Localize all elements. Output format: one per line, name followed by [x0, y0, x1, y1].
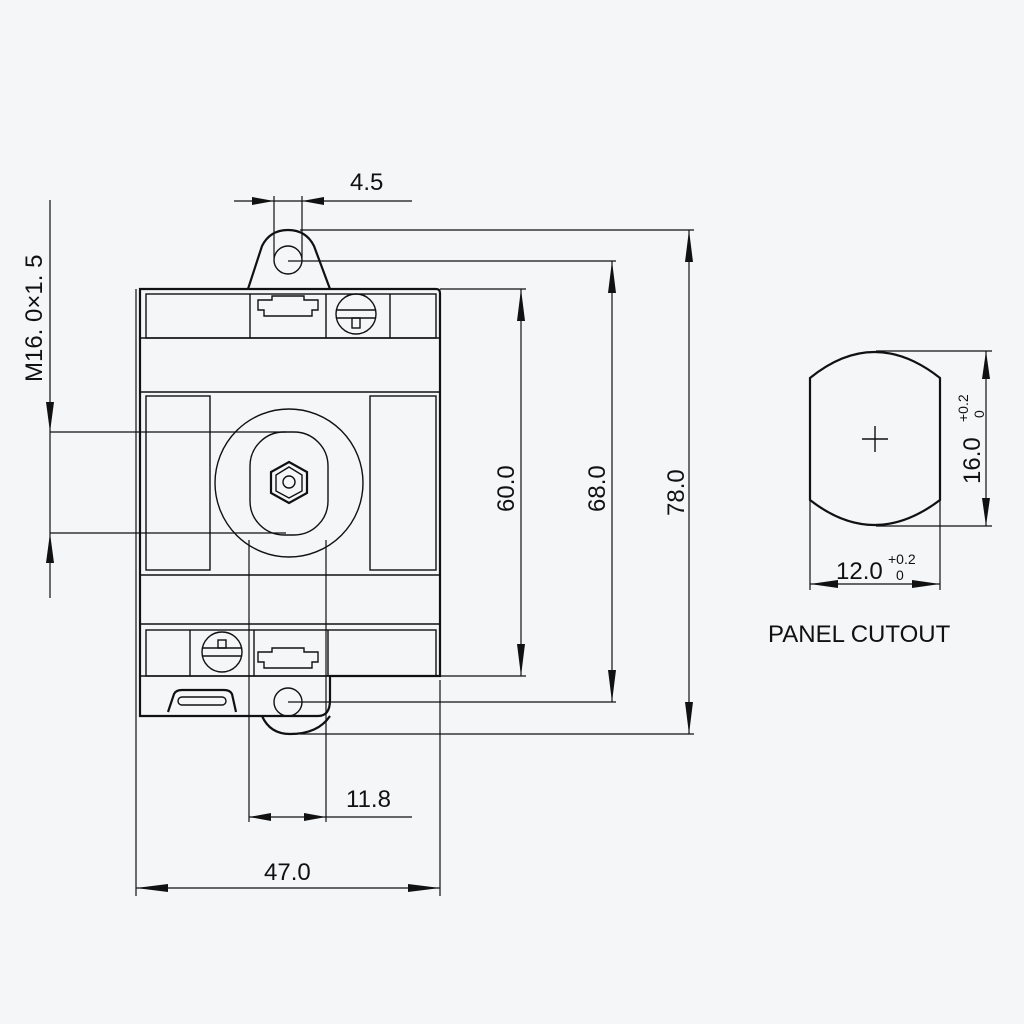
dim-offset	[248, 540, 412, 822]
top-mounting-lug	[246, 228, 332, 290]
device-body	[138, 287, 442, 718]
bottom-terminal-screw-icon	[201, 631, 243, 673]
dim-thread-label: M16. 0×1. 5	[21, 255, 48, 382]
dim-width-label: 47.0	[264, 859, 311, 886]
dim-hole-spacing	[288, 260, 616, 703]
dim-cutout-width-tol-minus: 0	[896, 567, 904, 583]
dim-cutout-width	[809, 500, 941, 590]
dim-cutout-height-label: 16.0	[959, 437, 986, 484]
dim-lug-hole-label: 4.5	[350, 169, 383, 196]
dim-cutout-height-tol-minus: 0	[971, 410, 987, 418]
rotary-knob	[214, 408, 364, 558]
dim-lug-hole	[234, 196, 412, 258]
dim-body-height	[440, 288, 526, 677]
dim-thread	[46, 200, 286, 598]
cable-slot	[166, 688, 238, 713]
dim-width	[135, 289, 441, 896]
panel-cutout-shape	[808, 351, 942, 526]
dim-cutout-width-tol-plus: +0.2	[888, 551, 916, 567]
dim-cutout-height	[876, 350, 992, 527]
dim-body-height-label: 60.0	[493, 465, 520, 512]
dim-overall-height	[300, 229, 694, 735]
panel-cutout-title: PANEL CUTOUT	[768, 621, 951, 648]
bottom-mounting-lug	[260, 687, 331, 736]
dim-offset-label: 11.8	[346, 786, 391, 813]
dim-cutout-height-tol-plus: +0.2	[955, 394, 971, 422]
dim-overall-height-label: 78.0	[663, 469, 690, 516]
dim-hole-spacing-label: 68.0	[584, 465, 611, 512]
bottom-connector-slot	[257, 647, 319, 669]
top-connector-slot	[257, 295, 319, 317]
top-terminal-screw-icon	[335, 293, 377, 335]
dim-cutout-width-label: 12.0	[836, 558, 883, 585]
